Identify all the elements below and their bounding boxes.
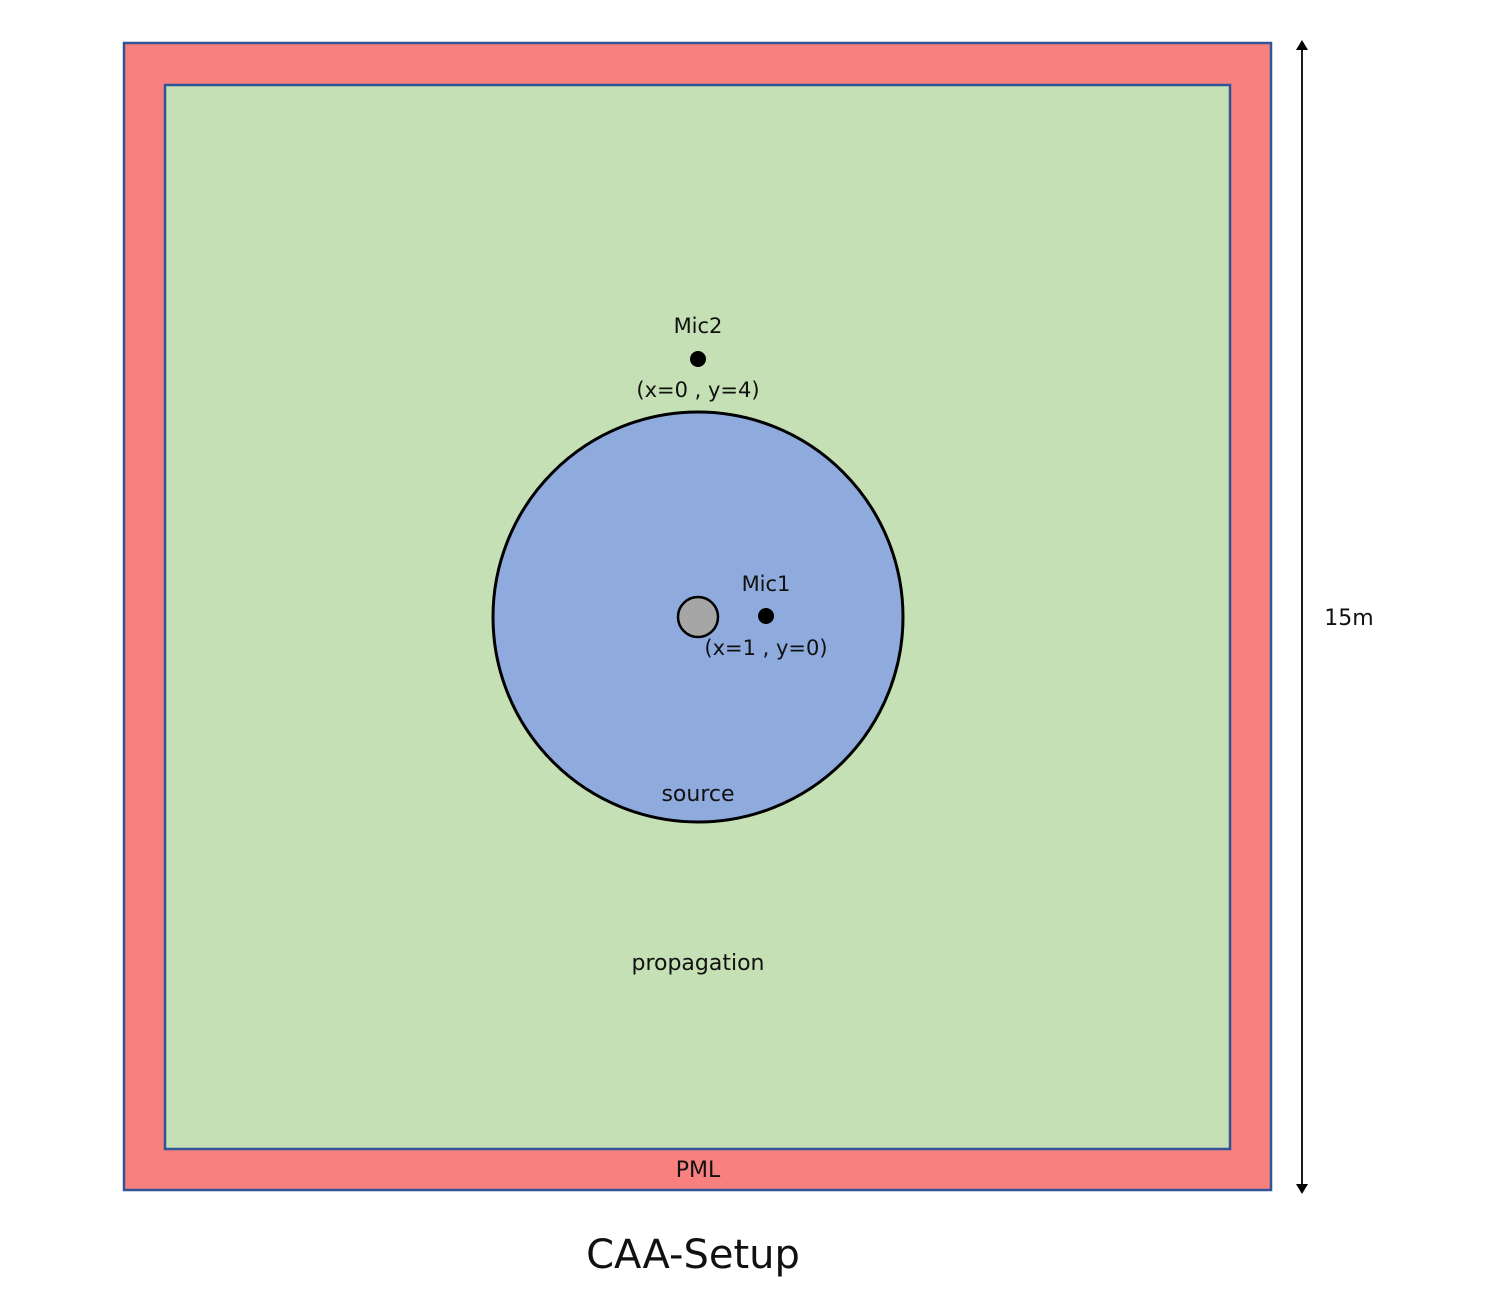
mic1-label: Mic1: [742, 572, 791, 596]
mic2-label: Mic2: [674, 314, 723, 338]
propagation-label: propagation: [631, 951, 764, 976]
dimension-label: 15m: [1324, 606, 1373, 631]
source-label: source: [661, 782, 734, 807]
source-center: [676, 595, 720, 639]
mic2-point: [690, 351, 706, 367]
pml-label: PML: [676, 1158, 721, 1183]
mic2-coords: (x=0 , y=4): [636, 378, 759, 402]
mic1-coords: (x=1 , y=0): [704, 636, 827, 660]
diagram-title: CAA-Setup: [586, 1232, 800, 1278]
mic1-point: [758, 608, 774, 624]
